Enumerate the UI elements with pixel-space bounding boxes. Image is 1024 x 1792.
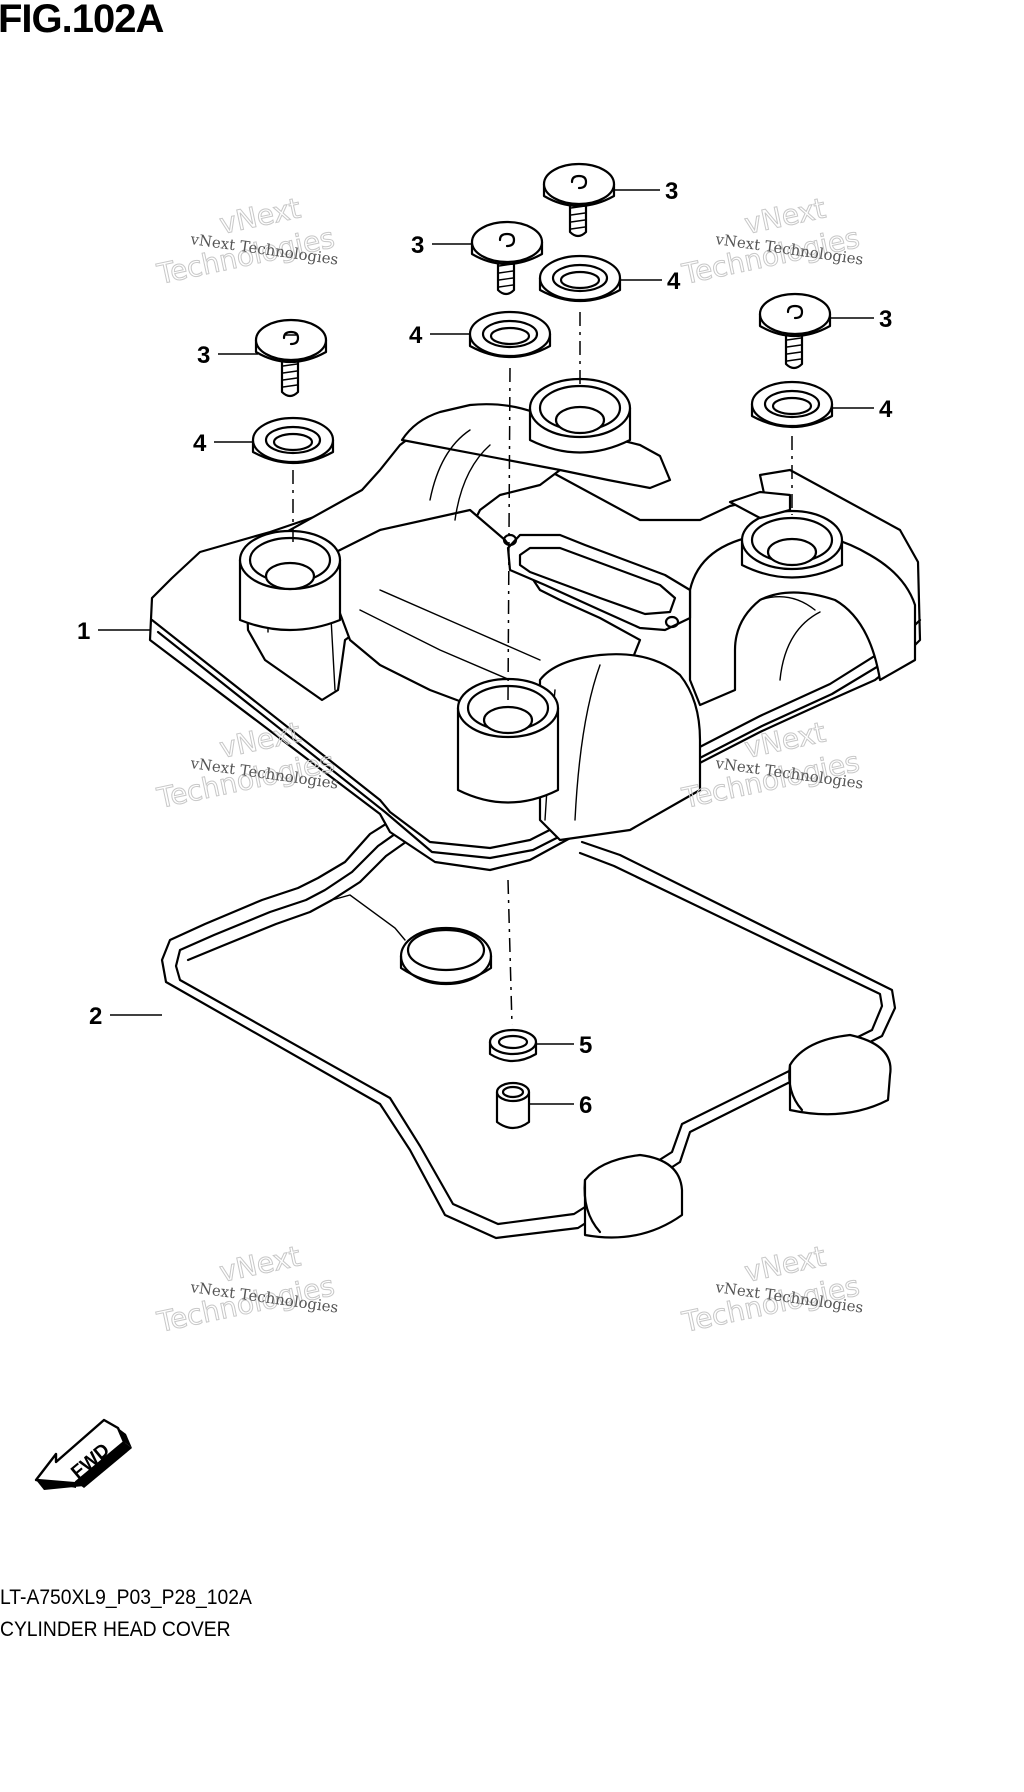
diagram-caption: CYLINDER HEAD COVER [0, 1618, 231, 1641]
watermark-bottom-right: vNext Technologies vNext Technologies [678, 1239, 864, 1339]
callout-6: 6 [529, 1092, 592, 1119]
watermark-bottom-left: vNext Technologies vNext Technologies [153, 1239, 339, 1339]
dowel-part-6 [495, 1081, 531, 1130]
callout-3-center-right: 3 [614, 178, 678, 205]
washer-part-4-right [750, 380, 834, 429]
callout-3-center-left: 3 [411, 232, 472, 259]
washer-part-4-left [251, 416, 335, 465]
callout-label: 1 [77, 618, 90, 645]
watermark-top-left: vNext Technologies vNext Technologies [153, 191, 339, 291]
callout-label: 3 [197, 342, 210, 369]
footer: LT-A750XL9_P03_P28_102A CYLINDER HEAD CO… [0, 1586, 252, 1641]
callout-5: 5 [536, 1032, 592, 1059]
callout-label: 2 [89, 1003, 102, 1030]
cylinder-head-cover-part-1 [148, 377, 922, 872]
callout-label: 4 [879, 396, 893, 423]
callout-label: 3 [665, 178, 678, 205]
bolt-part-3-right [758, 292, 832, 370]
boss-rear [528, 377, 632, 454]
figure-title: FIG.102A [0, 0, 164, 41]
callout-label: 3 [879, 306, 892, 333]
bolt-part-3-left [254, 318, 328, 398]
callout-label: 3 [411, 232, 424, 259]
seal-part-5 [488, 1028, 538, 1063]
callout-label: 6 [579, 1092, 592, 1119]
callout-label: 4 [193, 430, 207, 457]
callout-4-center-right: 4 [620, 268, 681, 295]
callout-2: 2 [89, 1003, 162, 1030]
assembly-center-lines [292, 312, 793, 1026]
bolt-part-3-center-left [470, 220, 544, 296]
callout-label: 4 [409, 322, 423, 349]
forward-arrow-icon: FWD [34, 1418, 132, 1490]
gasket-part-2 [160, 808, 897, 1240]
watermark-top-right: vNext Technologies vNext Technologies [678, 191, 864, 291]
callout-label: 4 [667, 268, 681, 295]
boss-front [456, 677, 560, 804]
boss-right [740, 509, 844, 579]
callout-4-right: 4 [832, 396, 893, 423]
callout-3-right: 3 [830, 306, 892, 333]
diagram-code: LT-A750XL9_P03_P28_102A [0, 1586, 252, 1609]
callout-label: 5 [579, 1032, 592, 1059]
washer-part-4-center-left [468, 310, 552, 359]
callout-1: 1 [77, 618, 150, 645]
callout-4-center-left: 4 [409, 322, 470, 349]
callout-3-left: 3 [197, 342, 258, 369]
bolt-part-3-center-right [542, 162, 616, 238]
callout-4-left: 4 [193, 430, 254, 457]
boss-left [238, 529, 342, 632]
washer-part-4-center-right [538, 254, 622, 303]
